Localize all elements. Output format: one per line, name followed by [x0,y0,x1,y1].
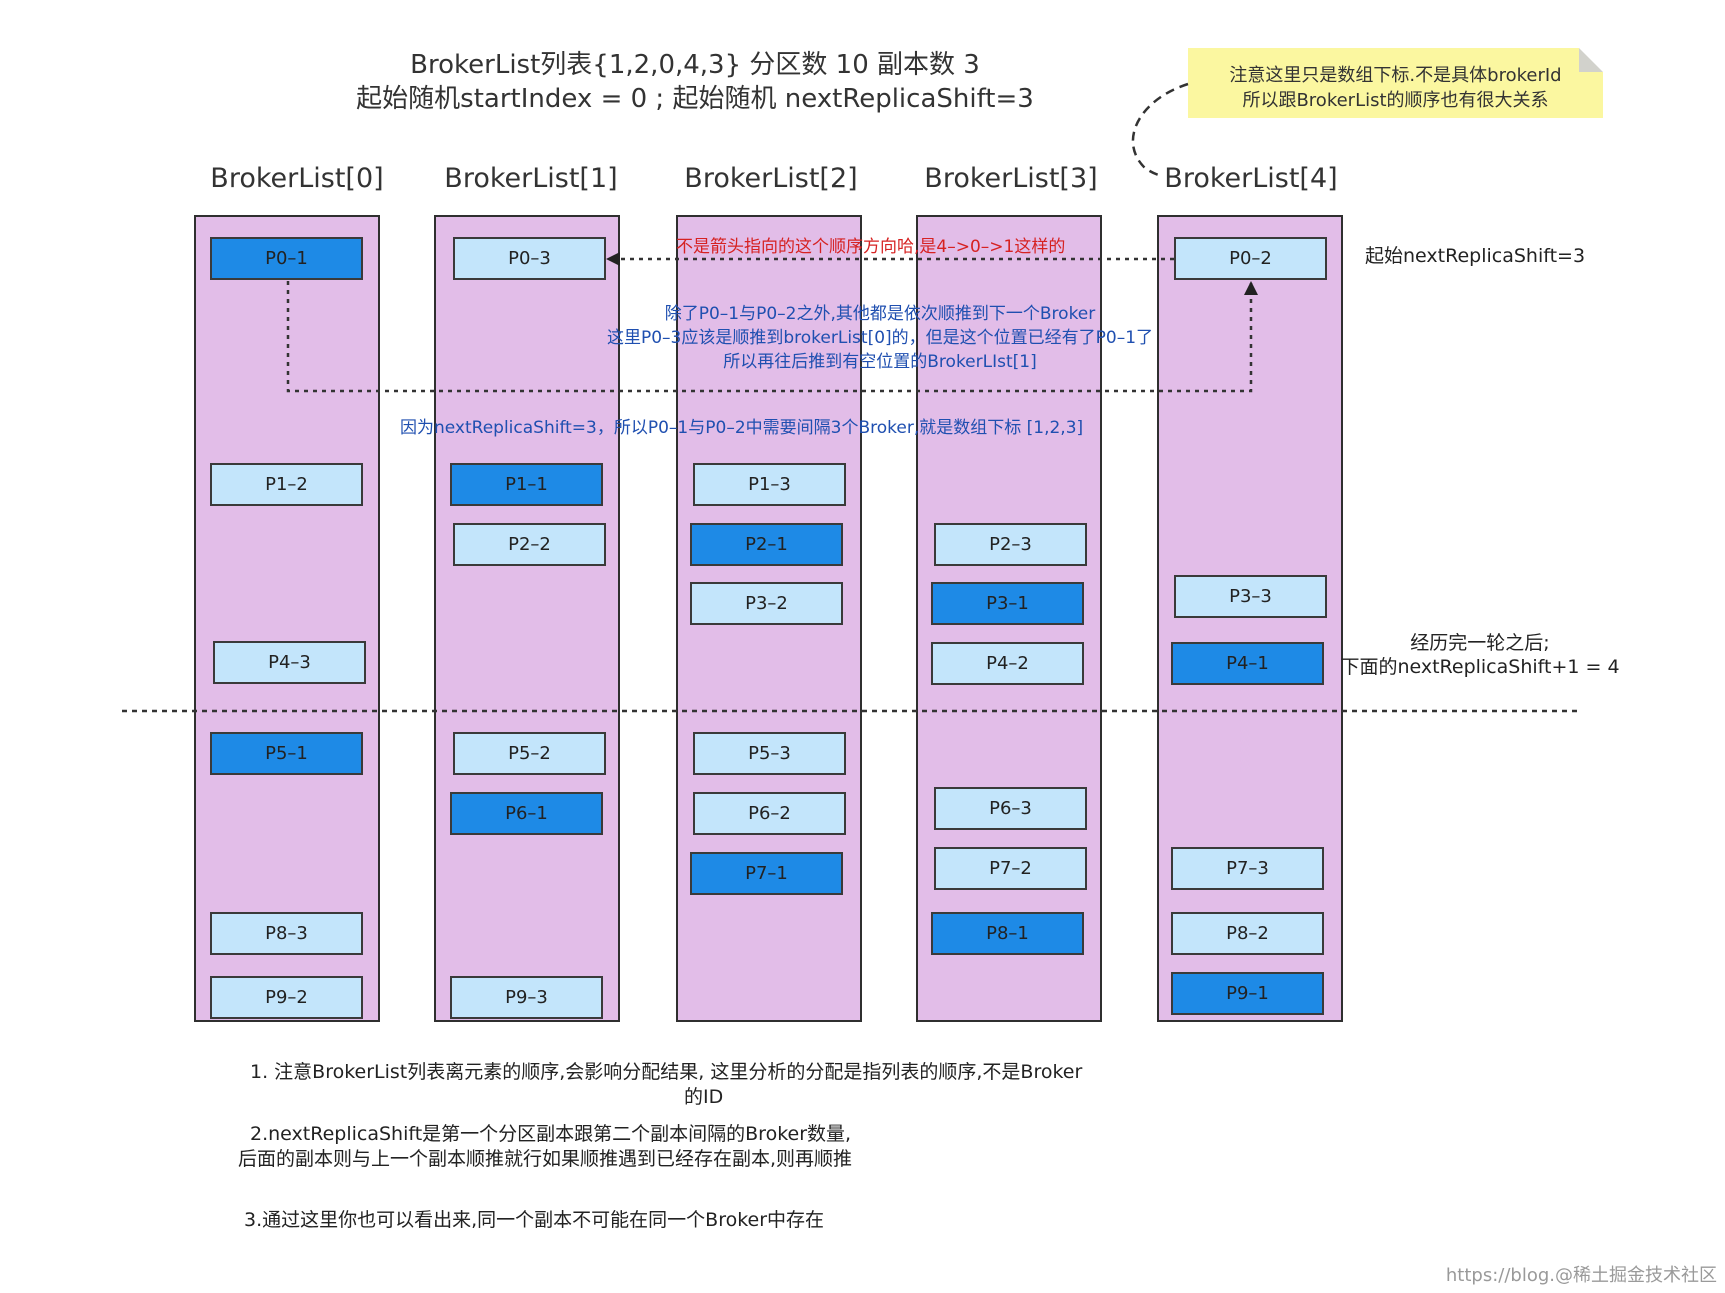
replica-box: P0–1 [210,237,363,280]
note-line-2: 所以跟BrokerList的顺序也有很大关系 [1242,90,1549,111]
column-header-2: BrokerList[2] [684,163,858,194]
watermark-text: https://blog.@稀土掘金技术社区 [1445,1265,1717,1286]
replica-box: P1–3 [693,463,846,506]
explain-line-2: 这里P0–3应该是顺推到brokerList[0]的，但是这个位置已经有了P0–… [606,328,1154,348]
footnote-1-line-2: 的ID [684,1086,724,1108]
explain-line-1: 除了P0–1与P0–2之外,其他都是依次顺推到下一个Broker [664,304,1096,324]
replica-box: P5–1 [210,732,363,775]
broker-column-1 [434,215,620,1022]
start-shift-label: 起始nextReplicaShift=3 [1365,245,1586,267]
broker-column-0 [194,215,380,1022]
footnote-2-line-1: 2.nextReplicaShift是第一个分区副本跟第二个副本间隔的Broke… [250,1123,852,1145]
replica-box: P7–3 [1171,847,1324,890]
column-header-4: BrokerList[4] [1164,163,1338,194]
replica-box: P2–1 [690,523,843,566]
after-round-line-2: 下面的nextReplicaShift+1 = 4 [1340,656,1620,678]
replica-box: P3–1 [931,582,1084,625]
replica-box: P4–1 [1171,642,1324,685]
footnote-2-line-2: 后面的副本则与上一个副本顺推就行如果顺推遇到已经存在副本,则再顺推 [238,1148,853,1170]
replica-box: P0–2 [1174,237,1327,280]
note-connector-curve [1131,82,1189,178]
replica-box: P1–1 [450,463,603,506]
explain-line-3: 所以再往后推到有空位置的BrokerLIst[1] [723,352,1037,372]
footnote-1-line-1: 1. 注意BrokerList列表离元素的顺序,会影响分配结果, 这里分析的分配… [250,1061,1083,1083]
after-round-line-1: 经历完一轮之后; [1410,632,1550,654]
replica-box: P1–2 [210,463,363,506]
note-line-1: 注意这里只是数组下标.不是具体brokerId [1229,65,1562,86]
replica-box: P9–1 [1171,972,1324,1015]
replica-box: P4–2 [931,642,1084,685]
shift-explain: 因为nextReplicaShift=3，所以P0–1与P0–2中需要间隔3个B… [400,418,1084,438]
replica-box: P6–1 [450,792,603,835]
replica-box: P5–3 [693,732,846,775]
replica-box: P7–1 [690,852,843,895]
column-header-0: BrokerList[0] [210,163,384,194]
shift-connector-p01-to-p02 [286,281,1258,393]
direction-note: 不是箭头指向的这个顺序方向哈,是4–>0–>1这样的 [676,237,1066,257]
replica-box: P6–3 [934,787,1087,830]
replica-box: P2–3 [934,523,1087,566]
replica-box: P6–2 [693,792,846,835]
column-header-1: BrokerList[1] [444,163,618,194]
column-header-3: BrokerList[3] [924,163,1098,194]
note-fold-corner [1579,48,1603,72]
title-line-2: 起始随机startIndex = 0 ; 起始随机 nextReplicaShi… [356,84,1034,114]
replica-box: P8–2 [1171,912,1324,955]
sticky-note: 注意这里只是数组下标.不是具体brokerId 所以跟BrokerList的顺序… [1188,48,1603,118]
replica-box: P5–2 [453,732,606,775]
replica-box: P3–2 [690,582,843,625]
replica-box: P8–1 [931,912,1084,955]
footnote-3: 3.通过这里你也可以看出来,同一个副本不可能在同一个Broker中存在 [244,1209,825,1231]
replica-box: P2–2 [453,523,606,566]
replica-box: P8–3 [210,912,363,955]
replica-box: P9–2 [210,976,363,1019]
replica-box: P9–3 [450,976,603,1019]
replica-box: P3–3 [1174,575,1327,618]
replica-box: P0–3 [453,237,606,280]
replica-box: P7–2 [934,847,1087,890]
title-line-1: BrokerList列表{1,2,0,4,3} 分区数 10 副本数 3 [410,50,980,80]
replica-box: P4–3 [213,641,366,684]
